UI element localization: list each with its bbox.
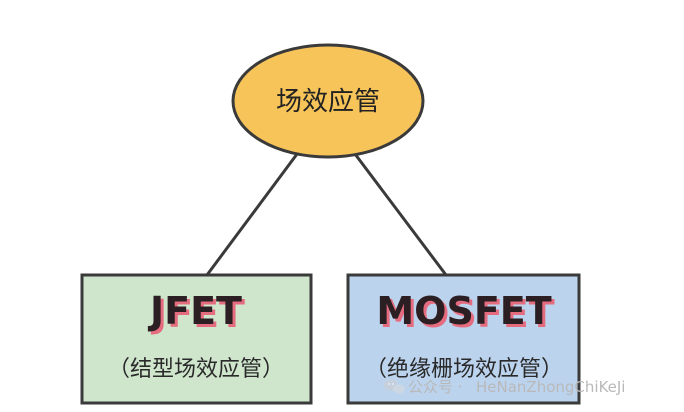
jfet-title: JFET	[147, 289, 242, 333]
mosfet-title-shadow: MOSFET	[379, 292, 554, 336]
connector-root-mosfet	[350, 148, 448, 277]
watermark: 公众号 · HeNanZhongChiKeJi	[384, 378, 625, 396]
connector-root-jfet	[205, 148, 302, 277]
root-node: 场效应管	[231, 43, 425, 159]
watermark-handle: HeNanZhongChiKeJi	[476, 378, 625, 396]
mosfet-title: MOSFET	[376, 289, 551, 333]
jfet-box	[80, 273, 313, 405]
jfet-node: JFET JFET （结型场效应管）	[80, 273, 313, 405]
watermark-prefix: 公众号 ·	[408, 378, 463, 396]
root-label: 场效应管	[276, 87, 380, 117]
jfet-title-shadow: JFET	[150, 292, 245, 336]
wechat-icon	[384, 379, 405, 394]
mosfet-subtitle: （绝缘栅场效应管）	[365, 357, 563, 382]
root-ellipse	[231, 43, 425, 159]
jfet-subtitle: （结型场效应管）	[108, 357, 284, 382]
